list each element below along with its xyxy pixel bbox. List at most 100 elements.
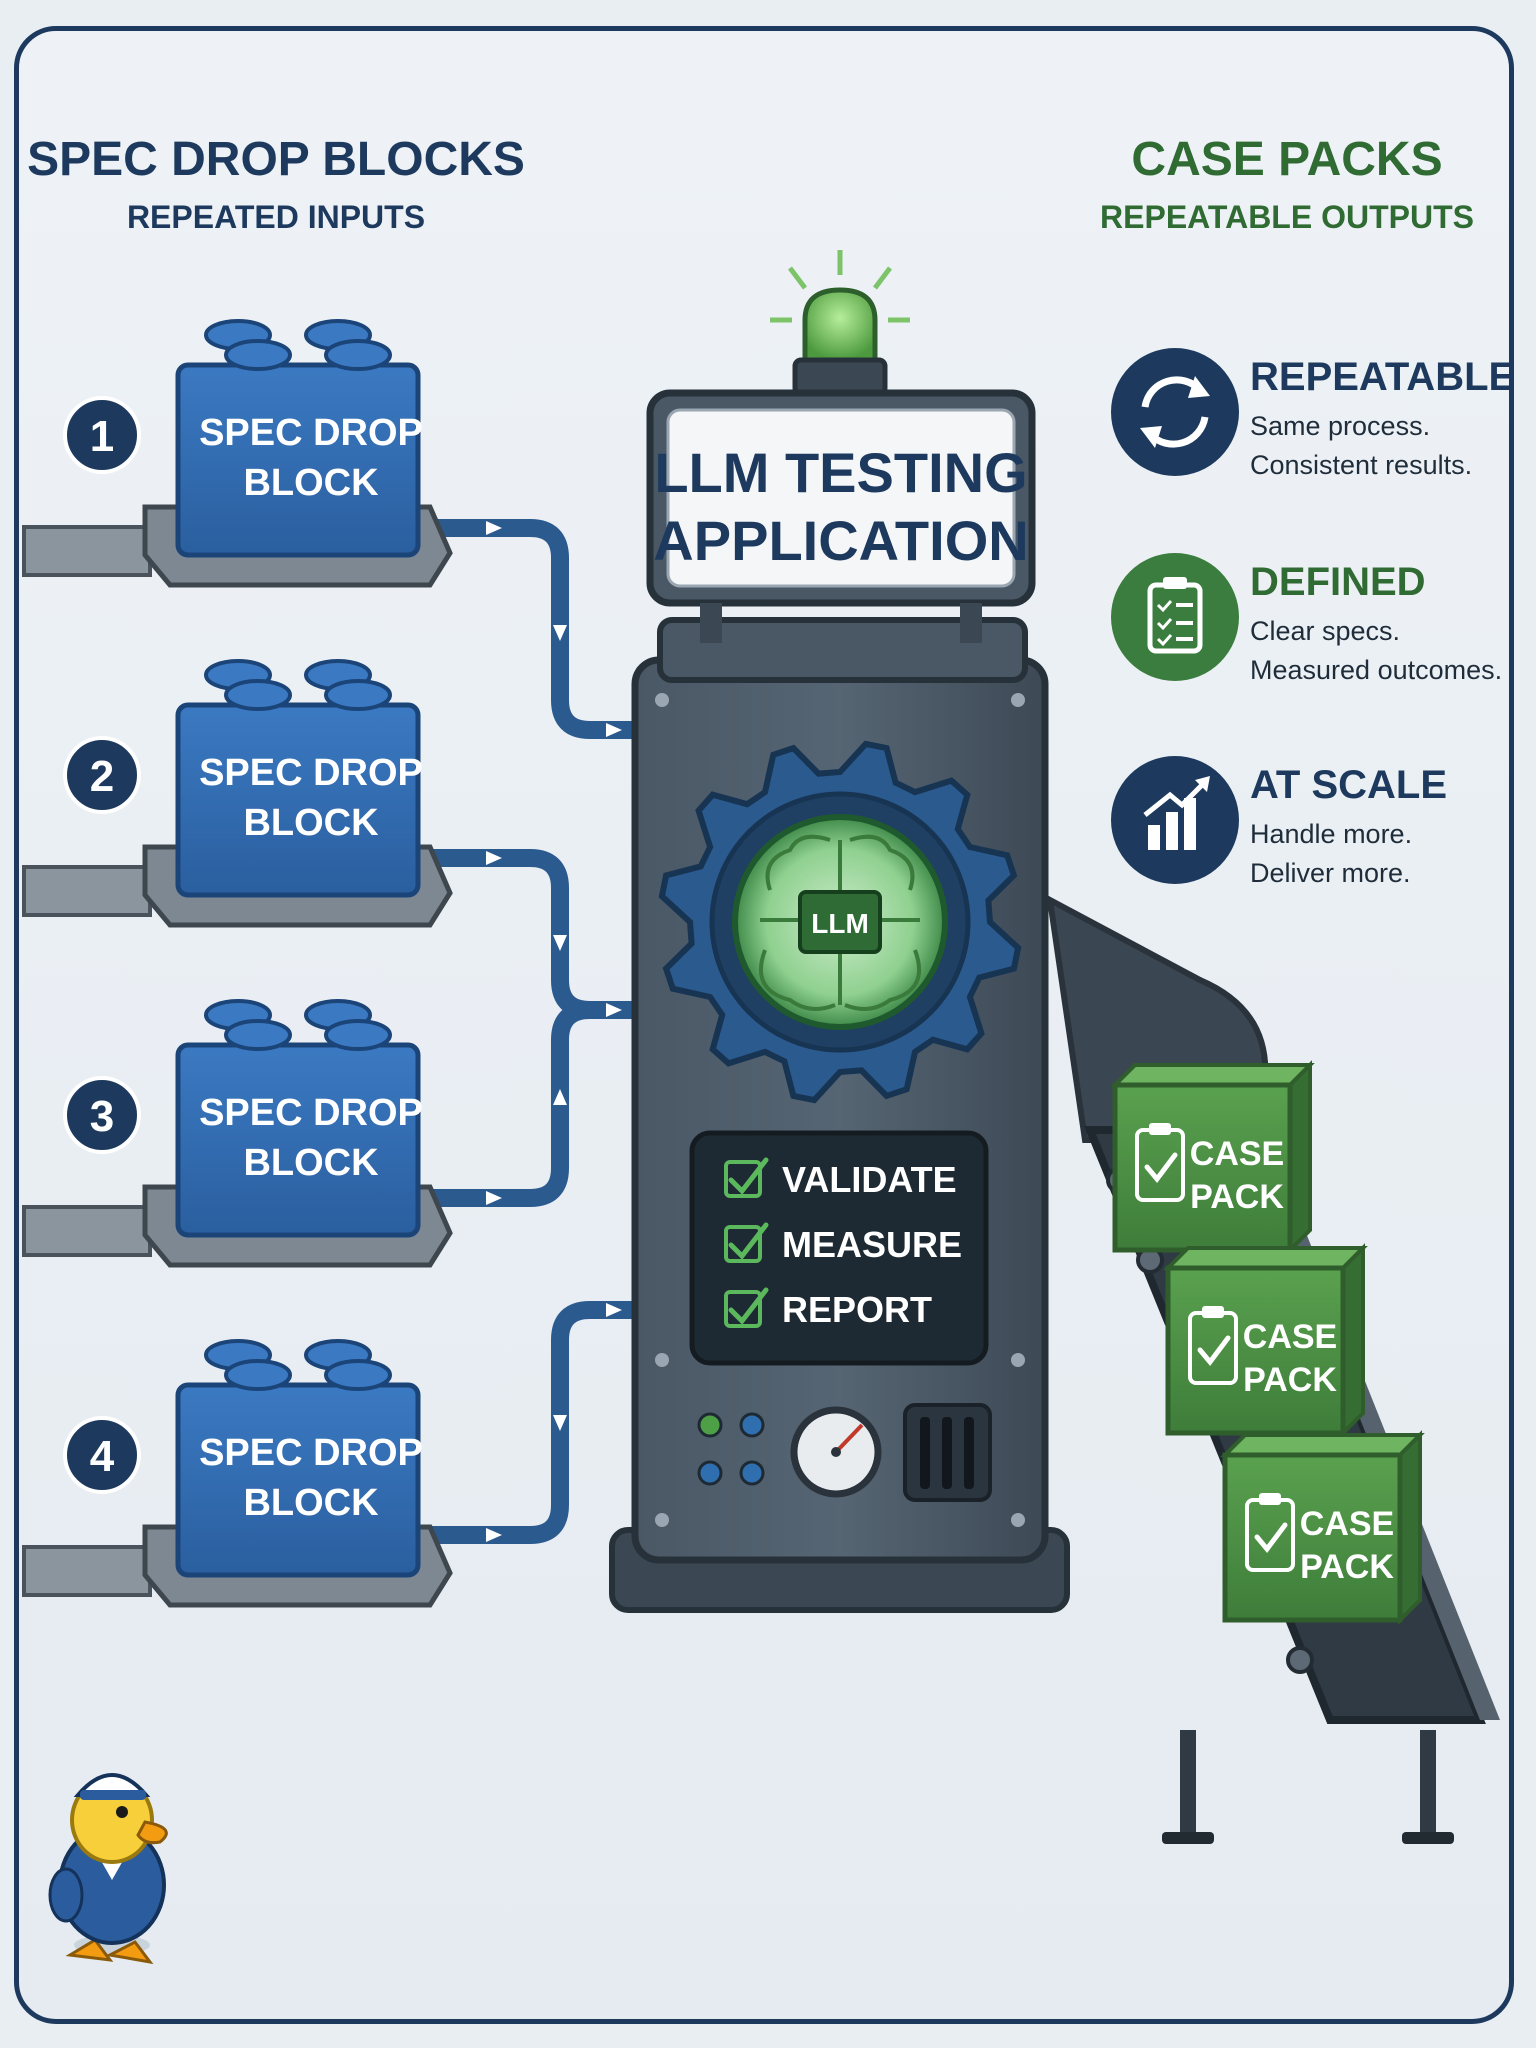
feature-item: AT SCALE Handle more. Deliver more. bbox=[1111, 756, 1447, 888]
feature-line1: Same process. bbox=[1250, 411, 1430, 441]
arrow-right-icon bbox=[606, 723, 622, 737]
sign-title-line1: LLM TESTING bbox=[654, 441, 1027, 504]
block-stud bbox=[224, 339, 292, 371]
pipe-1 bbox=[421, 519, 644, 739]
block-stud bbox=[324, 339, 392, 371]
block-label-line2: BLOCK bbox=[243, 802, 379, 844]
step-item: VALIDATE bbox=[724, 1157, 957, 1200]
sign-title-line2: APPLICATION bbox=[653, 509, 1028, 572]
status-beacon-icon bbox=[770, 250, 910, 397]
block-label-line1: SPEC DROP bbox=[199, 1432, 423, 1474]
left-header-title: SPEC DROP BLOCKS bbox=[27, 133, 525, 186]
feature-line2: Measured outcomes. bbox=[1250, 655, 1502, 685]
arrow-right-icon bbox=[606, 1303, 622, 1317]
checkbox-checked-icon bbox=[724, 1225, 762, 1263]
block-label-line1: SPEC DROP bbox=[199, 752, 423, 794]
block-stud bbox=[324, 679, 392, 711]
arrow-right-icon bbox=[486, 851, 502, 865]
machine-top-cap bbox=[657, 617, 1028, 683]
feature-line1: Clear specs. bbox=[1250, 616, 1400, 646]
step-number: 4 bbox=[90, 1432, 115, 1481]
step-item: MEASURE bbox=[724, 1222, 962, 1265]
steps-panel bbox=[689, 1130, 989, 1366]
feature-item: REPEATABLE Same process. Consistent result… bbox=[1111, 348, 1515, 480]
indicator-light bbox=[739, 1460, 765, 1486]
machine-rivets bbox=[655, 693, 1025, 1527]
llm-chip bbox=[798, 890, 882, 954]
input-track bbox=[22, 1545, 152, 1597]
feature-title: AT SCALE bbox=[1250, 763, 1447, 807]
checkbox-checked-icon bbox=[724, 1290, 762, 1328]
case-pack: CASE PACK bbox=[1110, 1060, 1315, 1255]
input-track bbox=[22, 1205, 152, 1257]
block-label-line2: BLOCK bbox=[243, 1482, 379, 1524]
conveyor-leg bbox=[1420, 1730, 1436, 1840]
step-label: REPORT bbox=[782, 1289, 932, 1330]
machine-controls bbox=[697, 1403, 992, 1502]
arrow-down-icon bbox=[553, 935, 567, 951]
feature-list: REPEATABLE Same process. Consistent result… bbox=[1111, 348, 1515, 888]
sailor-duck-icon bbox=[48, 1773, 168, 1965]
step-number-badge bbox=[63, 736, 141, 814]
feature-line2: Consistent results. bbox=[1250, 450, 1472, 480]
arrow-right-icon bbox=[486, 1191, 502, 1205]
arrow-right-icon bbox=[486, 521, 502, 535]
arrow-down-icon bbox=[553, 1415, 567, 1431]
step-number-badge bbox=[63, 396, 141, 474]
block-stud bbox=[224, 1359, 292, 1391]
step-number: 1 bbox=[90, 412, 114, 461]
right-header-title: CASE PACKS bbox=[1131, 133, 1442, 186]
refresh-icon bbox=[1111, 348, 1239, 476]
case-pack-label-line2: PACK bbox=[1243, 1361, 1337, 1399]
block-stud bbox=[224, 1019, 292, 1051]
block-label-line2: BLOCK bbox=[243, 1142, 379, 1184]
arrow-up-icon bbox=[553, 1089, 567, 1105]
llm-chip-label: LLM bbox=[811, 908, 869, 939]
case-pack-label-line2: PACK bbox=[1300, 1548, 1394, 1586]
right-header-subtitle: REPEATABLE OUTPUTS bbox=[1100, 199, 1474, 235]
arrow-down-icon bbox=[553, 625, 567, 641]
indicator-light bbox=[697, 1412, 723, 1438]
block-stud bbox=[324, 1359, 392, 1391]
indicator-light bbox=[697, 1460, 723, 1486]
block-stud bbox=[324, 1019, 392, 1051]
feature-title: DEFINED bbox=[1250, 560, 1426, 604]
block-stud bbox=[224, 679, 292, 711]
left-header-subtitle: REPEATED INPUTS bbox=[127, 199, 425, 235]
spec-drop-block bbox=[175, 1042, 421, 1238]
feature-title: REPEATABLE bbox=[1250, 355, 1515, 399]
step-number: 3 bbox=[90, 1092, 114, 1141]
block-label-line1: SPEC DROP bbox=[199, 1092, 423, 1134]
spec-drop-block bbox=[175, 702, 421, 898]
checklist-icon bbox=[1111, 553, 1239, 681]
case-pack: CASE PACK bbox=[1163, 1243, 1368, 1438]
pipe-4 bbox=[421, 1301, 644, 1544]
indicator-light bbox=[739, 1412, 765, 1438]
checkbox-checked-icon bbox=[724, 1160, 762, 1198]
case-pack-label-line1: CASE bbox=[1190, 1135, 1284, 1173]
feature-line1: Handle more. bbox=[1250, 819, 1412, 849]
pipe-2 bbox=[421, 849, 644, 1019]
llm-testing-machine: LLM TESTING APPLICATION LLM VALIDATE MEAS… bbox=[609, 250, 1070, 1613]
pipe-3 bbox=[421, 1001, 599, 1207]
input-track bbox=[22, 525, 152, 577]
conveyor-foot bbox=[1162, 1832, 1214, 1844]
input-row: 3 SPEC DROP BLOCK bbox=[22, 999, 453, 1268]
feature-line2: Deliver more. bbox=[1250, 858, 1411, 888]
brain-circuit-icon bbox=[759, 834, 921, 1011]
input-pipes bbox=[421, 519, 644, 1544]
arrow-right-icon bbox=[486, 1528, 502, 1542]
input-track bbox=[22, 865, 152, 917]
arrow-right-icon bbox=[606, 1003, 622, 1017]
case-pack-label-line1: CASE bbox=[1243, 1318, 1337, 1356]
block-label-line2: BLOCK bbox=[243, 462, 379, 504]
step-label: MEASURE bbox=[782, 1224, 962, 1265]
case-pack-label-line2: PACK bbox=[1190, 1178, 1284, 1216]
spec-drop-block bbox=[175, 362, 421, 558]
